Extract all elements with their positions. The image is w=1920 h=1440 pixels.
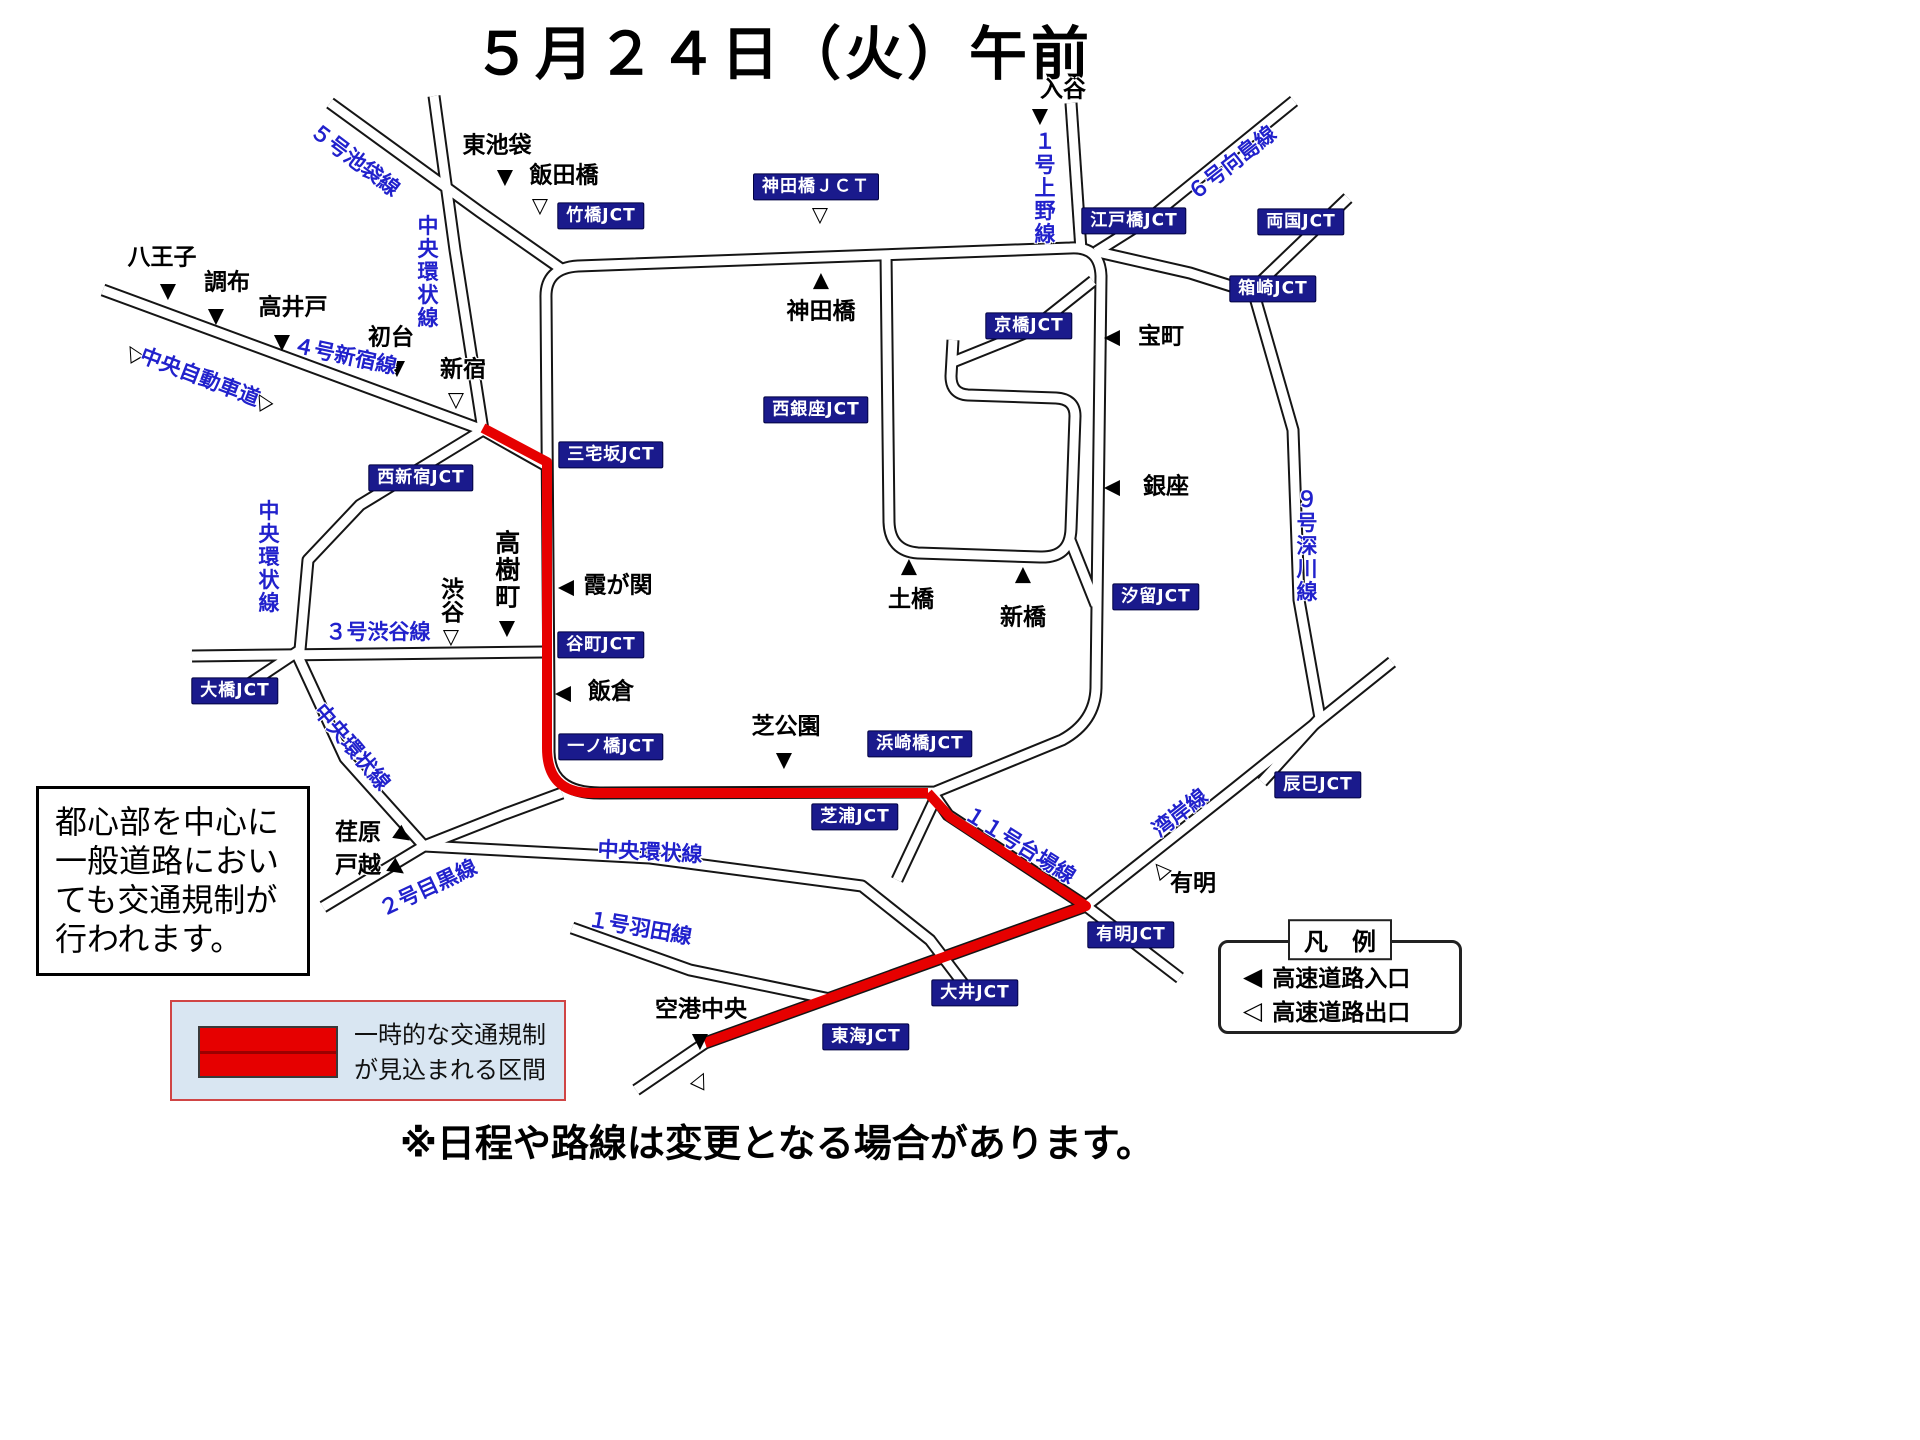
jct-label-edobashi: 江戸橋JCT	[1081, 207, 1187, 235]
place-label-ginza: 銀座	[1143, 473, 1189, 500]
jct-label-nishishinjuku: 西新宿JCT	[368, 464, 474, 492]
jct-label-ryogoku: 両国JCT	[1257, 208, 1345, 236]
place-label-kukochuo: 空港中央	[655, 996, 747, 1023]
jct-label-shibaura: 芝浦JCT	[811, 803, 899, 831]
route-label-chuo-kanjo-south: 中央環状線	[596, 837, 704, 867]
restricted-section-legend-label: 一時的な交通規制が見込まれる区間	[354, 1021, 546, 1084]
jct-label-kandabashi: 神田橋ＪＣＴ	[753, 173, 879, 201]
entrance-triangle-icon: ◀	[1243, 961, 1263, 991]
legend-box: 凡 例 ◀ 高速道路入口 ◁ 高速道路出口	[1218, 919, 1462, 1034]
entrance-triangle-icon: ▼	[273, 329, 291, 354]
place-label-takagicho: 高樹町	[491, 529, 521, 611]
jct-label-ohashi: 大橋JCT	[191, 677, 279, 705]
route-label-shibuya-line: ３号渋谷線	[325, 619, 431, 644]
place-label-takaracho: 宝町	[1138, 323, 1184, 350]
jct-label-takebashi: 竹橋JCT	[557, 202, 645, 230]
legend-exit-row: ◁ 高速道路出口	[1243, 993, 1410, 1027]
place-label-shimbashi: 新橋	[1000, 604, 1046, 631]
entrance-triangle-icon: ▲	[812, 267, 830, 292]
entrance-triangle-icon: ▼	[775, 747, 793, 772]
entrance-triangle-icon: ▼	[388, 355, 406, 380]
entrance-triangle-icon: ▼	[496, 164, 514, 189]
jct-label-ariake: 有明JCT	[1087, 921, 1175, 949]
footer-note: ※日程や路線は変更となる場合があります。	[399, 1121, 1155, 1166]
entrance-triangle-icon: ◀	[1103, 324, 1121, 349]
place-label-hachioji: 八王子	[127, 244, 197, 271]
jct-label-oi: 大井JCT	[931, 979, 1019, 1007]
route-label-chuo-kanjo-west: 中央環状線	[256, 499, 281, 615]
jct-label-shiodome: 汐留JCT	[1112, 583, 1200, 611]
entrance-triangle-icon: ▼	[1031, 103, 1049, 128]
route-label-ueno-line: １号上野線	[1032, 130, 1057, 246]
route-label-chuo-kanjo-north: 中央環状線	[415, 214, 440, 330]
entrance-triangle-icon: ◀	[557, 574, 575, 599]
jct-label-kyobashi: 京橋JCT	[985, 312, 1073, 340]
place-label-takaido: 高井戸	[258, 294, 328, 321]
jct-label-hakozaki: 箱崎JCT	[1229, 275, 1317, 303]
legend-title: 凡 例	[1288, 919, 1392, 961]
place-label-iidabashi: 飯田橋	[529, 162, 599, 189]
entrance-triangle-icon: ▼	[691, 1028, 709, 1053]
jct-label-tanimachi: 谷町JCT	[557, 631, 645, 659]
jct-label-nishiginza: 西銀座JCT	[763, 396, 869, 424]
entrance-triangle-icon: ▲	[1014, 561, 1032, 586]
exit-triangle-icon: ▽	[447, 387, 465, 412]
exit-triangle-icon: ▽	[531, 193, 549, 218]
place-label-hatsudai: 初台	[368, 324, 414, 351]
general-road-restriction-note: 都心部を中心に一般道路においても交通規制が行われます。	[36, 786, 310, 977]
legend-exit-label: 高速道路出口	[1272, 1000, 1411, 1026]
entrance-triangle-icon: ▲	[900, 553, 918, 578]
entrance-triangle-icon: ◀	[554, 680, 572, 705]
entrance-triangle-icon: ▼	[207, 303, 225, 328]
jct-label-hamazakibashi: 浜崎橋JCT	[867, 730, 973, 758]
place-label-ebara: 荏原	[335, 819, 381, 846]
jct-label-tokai: 東海JCT	[822, 1023, 910, 1051]
restricted-road-swatch-centerline	[200, 1051, 336, 1054]
entrance-triangle-icon: ▼	[159, 278, 177, 303]
exit-triangle-icon: ▽	[811, 202, 829, 227]
place-label-dobashi: 土橋	[888, 586, 934, 613]
place-label-iriya: 入谷	[1040, 76, 1086, 103]
entrance-triangle-icon: ◀	[1103, 474, 1121, 499]
jct-label-tatsumi: 辰巳JCT	[1274, 771, 1362, 799]
page-title: ５月２４日（火）午前	[472, 20, 1094, 88]
restricted-segment-bayshore	[703, 789, 1091, 1048]
legend-entrance-row: ◀ 高速道路入口	[1243, 959, 1410, 993]
place-label-kandabashi: 神田橋	[786, 298, 856, 325]
exit-triangle-icon: ◁	[1243, 995, 1263, 1025]
jct-label-miyakezaka: 三宅坂JCT	[558, 441, 664, 469]
restricted-route-overlay	[480, 423, 1091, 1048]
place-label-higashiikebukuro: 東池袋	[462, 132, 532, 159]
place-label-shibuya: 渋谷	[436, 577, 463, 623]
restricted-road-swatch	[198, 1026, 338, 1078]
place-label-chofu: 調布	[204, 269, 250, 296]
route-label-fukagawa-line: ９号深川線	[1294, 488, 1319, 604]
restricted-section-legend: 一時的な交通規制が見込まれる区間	[170, 1000, 566, 1101]
exit-triangle-icon: ▽	[442, 624, 460, 649]
jct-label-ichinohashi: 一ノ橋JCT	[558, 733, 664, 761]
restricted-segment-inner-loop-west	[480, 423, 928, 798]
place-label-ariake: 有明	[1170, 870, 1216, 897]
place-label-kasumigaseki: 霞が関	[583, 572, 653, 599]
place-label-togoshi: 戸越	[335, 852, 381, 879]
place-label-shibakoen: 芝公園	[751, 713, 821, 740]
place-label-iigura: 飯倉	[588, 678, 634, 705]
legend-entrance-label: 高速道路入口	[1272, 966, 1411, 992]
entrance-triangle-icon: ▼	[498, 615, 516, 640]
place-label-shinjuku: 新宿	[440, 356, 486, 383]
